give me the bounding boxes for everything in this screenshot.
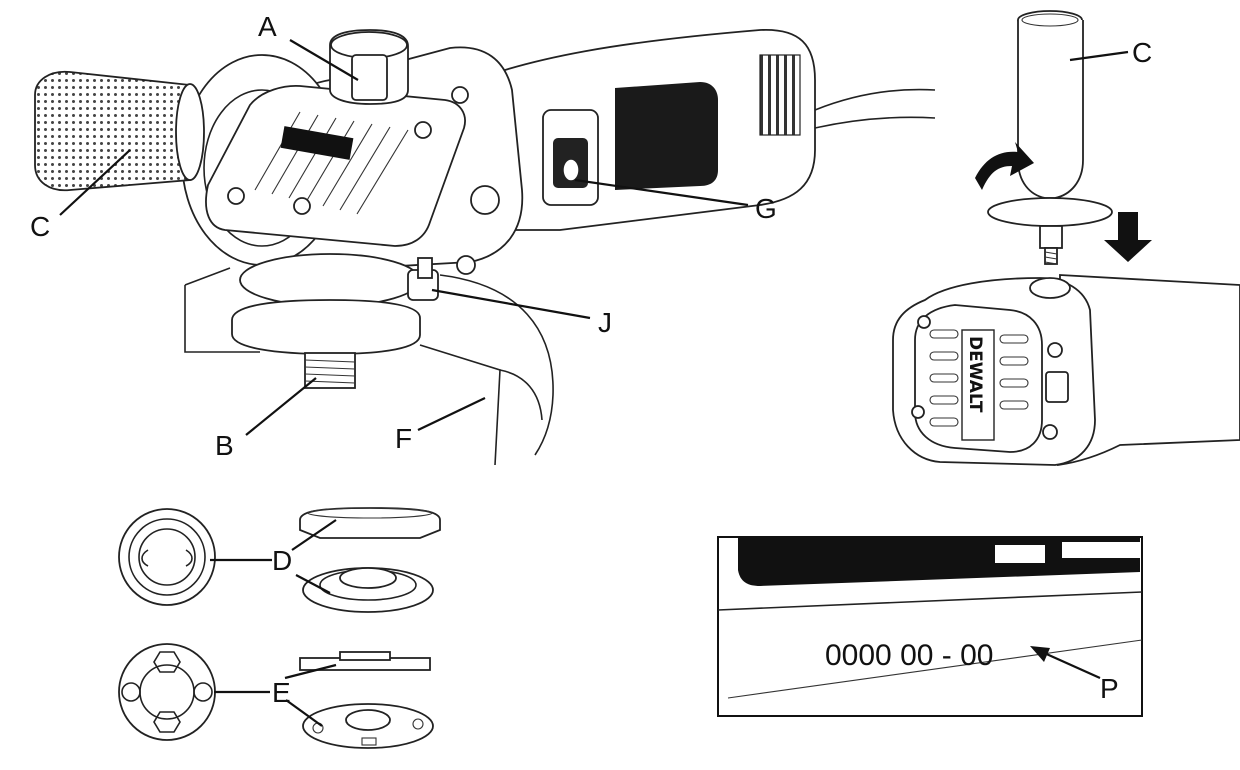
date-code-panel: 0000 00 - 00 P [717,536,1143,717]
label-j: J [598,307,612,338]
side-handle-illustration: DEWALT [892,10,1240,467]
label-b: B [215,430,234,461]
label-d: D [272,545,292,576]
label-g: G [755,193,777,224]
serial-code: 0000 00 - 00 [825,639,993,672]
label-e: E [272,677,291,708]
label-p: P [1100,673,1119,704]
top-cover-slots [929,329,1029,427]
flange-d-illustration [118,507,441,613]
grinder-cover-ribs [254,111,409,215]
brand-text: DEWALT [965,336,985,413]
label-c-left: C [30,211,50,242]
label-a: A [258,11,277,42]
label-c-right: C [1132,37,1152,68]
angle-grinder-illustration [34,29,936,466]
label-f: F [395,423,412,454]
